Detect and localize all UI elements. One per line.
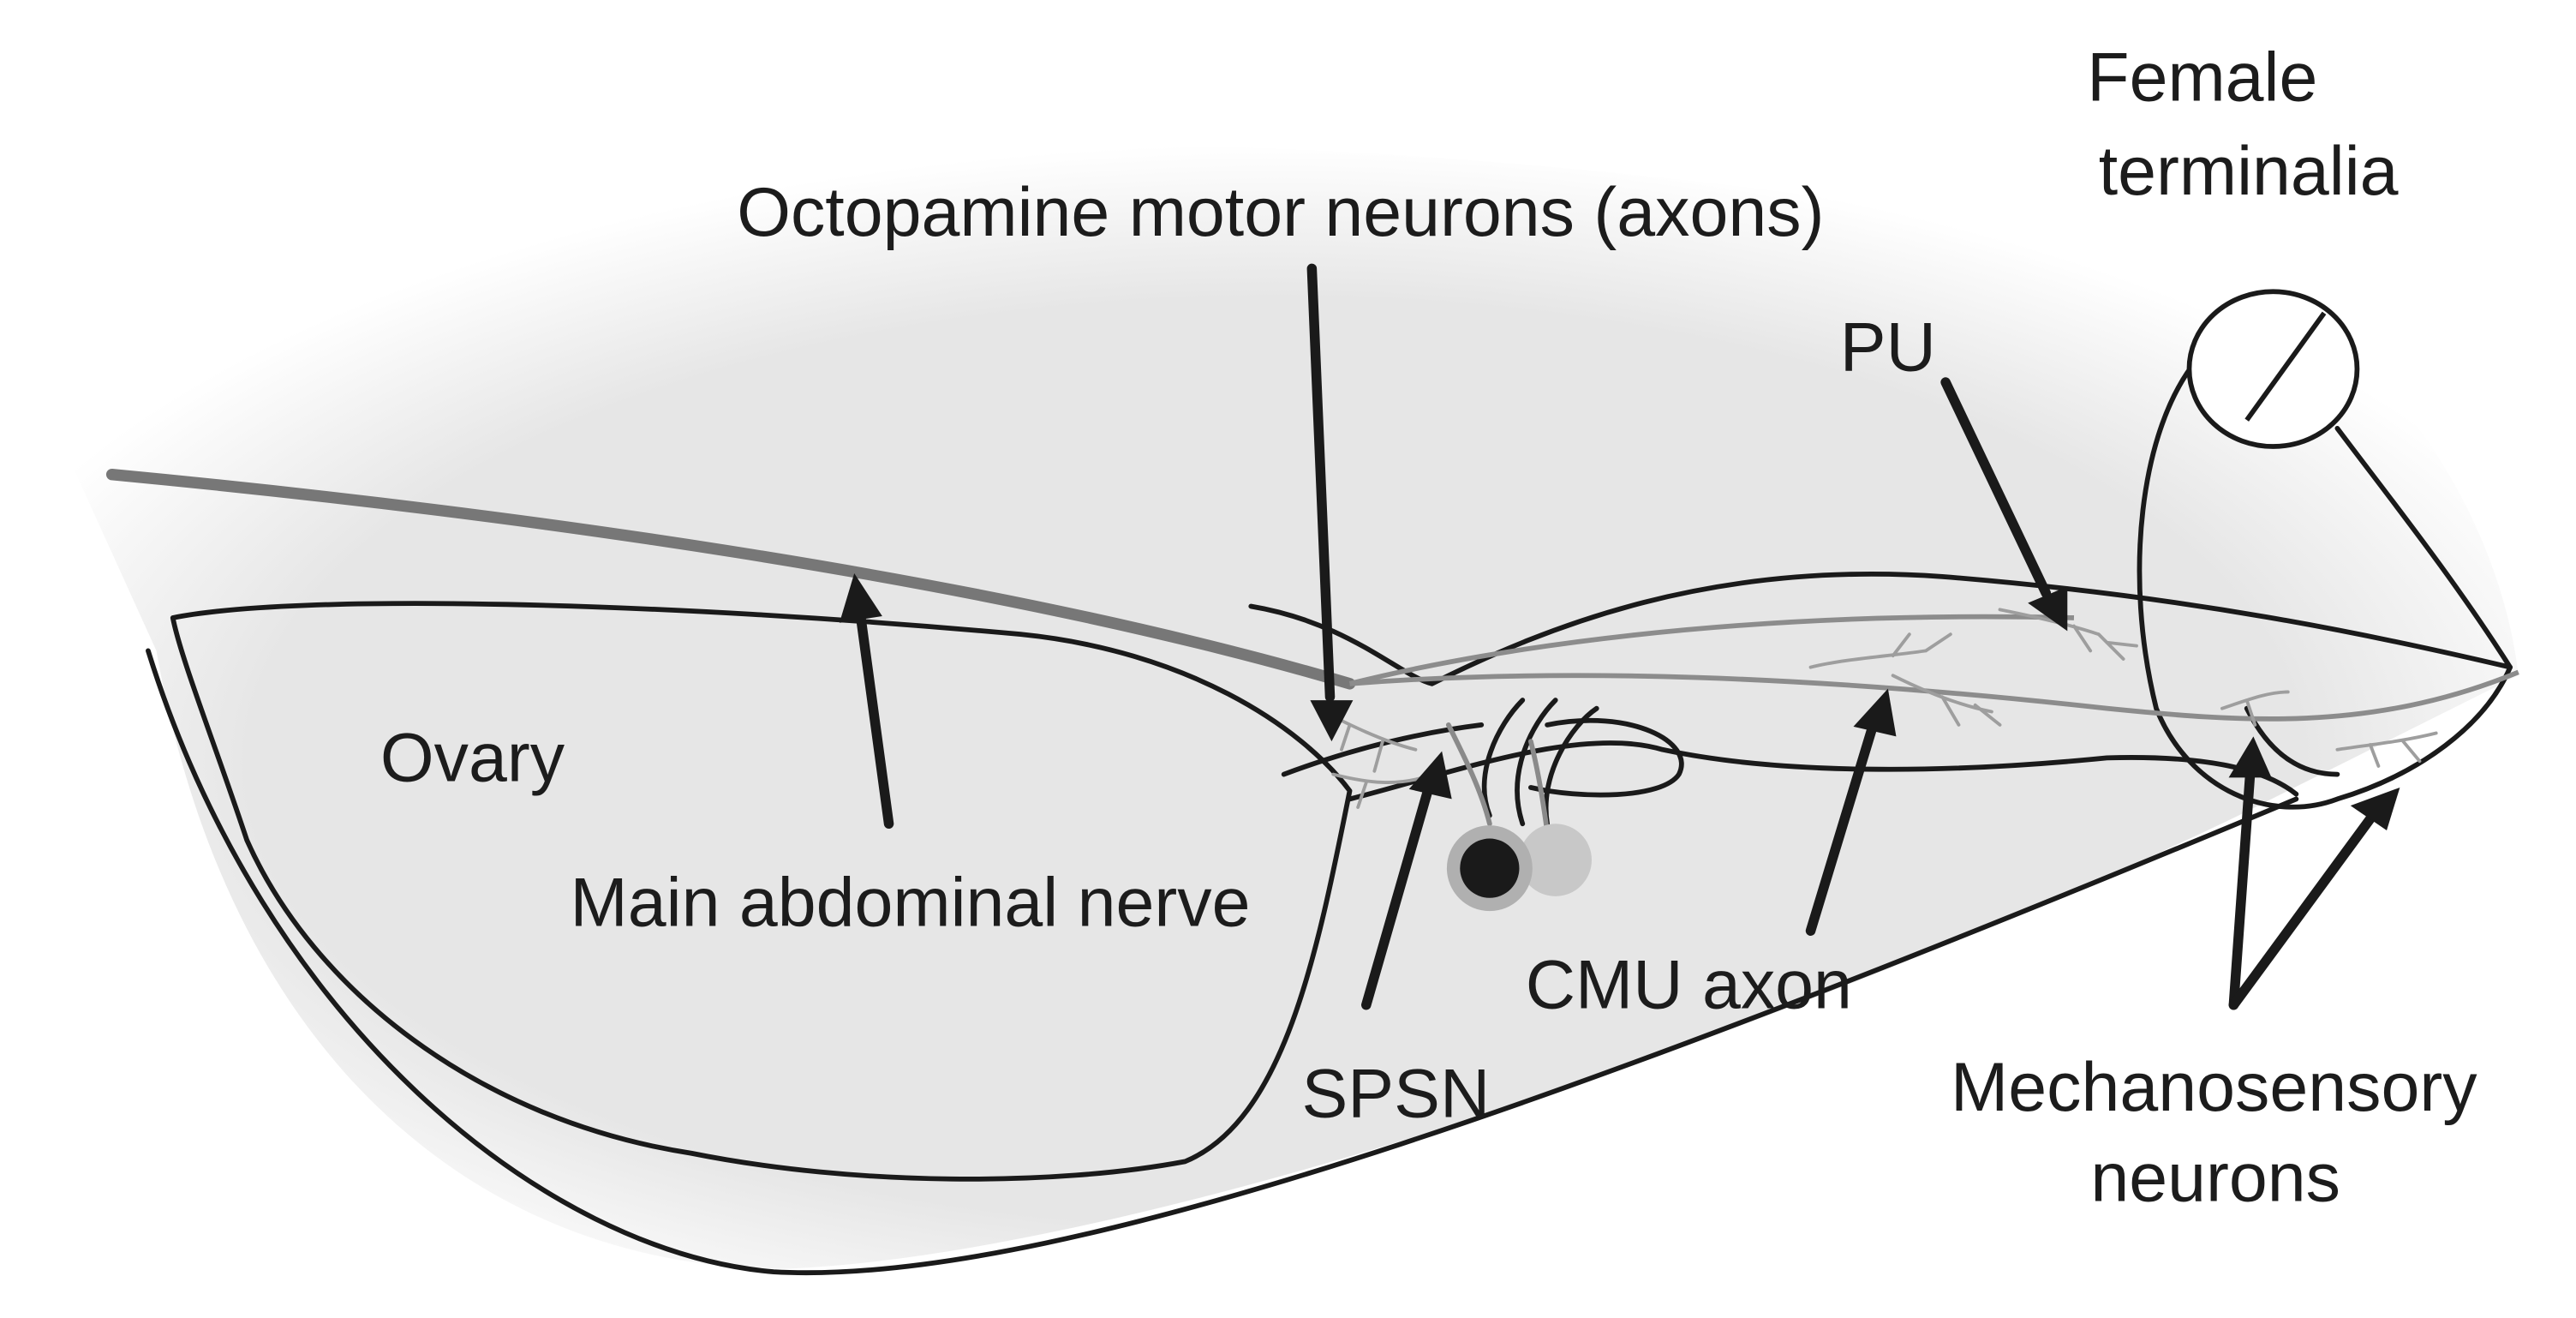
terminalia-tip [2186, 289, 2360, 449]
terminalia-outline [2137, 356, 2513, 810]
abdomen-body [33, 143, 2519, 1269]
label-pu: PU [1840, 309, 1936, 386]
label-female-terminalia-line2: terminalia [2099, 133, 2399, 210]
uterus-upper-outline [1248, 572, 2513, 686]
duct-loop-3 [1543, 705, 1599, 827]
nerve-branch-upper [1348, 614, 2075, 686]
nerve-branch-lower [1349, 669, 2519, 722]
arrows [839, 263, 2400, 1010]
cell-body-dark [1460, 838, 1520, 898]
uterus-lower-outline [1347, 740, 2299, 802]
label-spsn: SPSN [1301, 1055, 1490, 1132]
label-ovary: Ovary [380, 719, 565, 796]
label-cmu-axon: CMU axon [1526, 947, 1852, 1024]
label-mechanosensory-line2: neurons [2090, 1139, 2340, 1216]
duct-loop-2 [1515, 698, 1558, 827]
main-abdominal-nerve [105, 468, 1356, 690]
ovary-shape [170, 601, 1353, 1182]
cell-body-light [1519, 824, 1592, 896]
terminalia-tip-line [2244, 311, 2327, 422]
abdomen-lower-outline [146, 648, 2299, 1276]
label-main-abdominal-nerve: Main abdominal nerve [571, 864, 1251, 941]
label-female-terminalia-line1: Female [2087, 39, 2317, 116]
duct-loop-1 [1481, 698, 1526, 818]
spermathecae-loop [1528, 717, 1684, 798]
label-octopamine-motor-neurons: Octopamine motor neurons (axons) [737, 174, 1824, 251]
label-mechanosensory-line1: Mechanosensory [1951, 1049, 2477, 1126]
